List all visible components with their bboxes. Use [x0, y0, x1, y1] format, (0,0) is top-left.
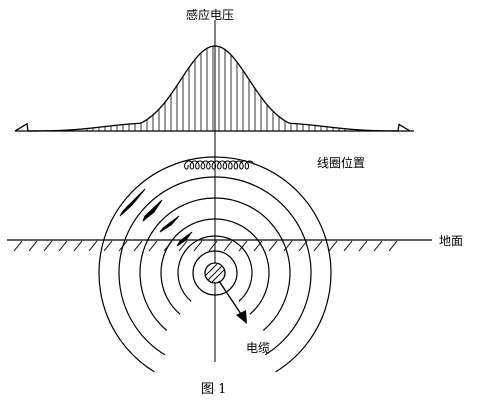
ground-hatch-line	[313, 240, 323, 252]
ground-hatch-line	[328, 240, 338, 252]
cable-label: 电缆	[246, 341, 270, 355]
cable-pointer	[218, 280, 247, 324]
ground-hatch-line	[163, 240, 173, 252]
field-arrow-3	[159, 215, 180, 233]
ground-hatch-line	[148, 240, 158, 252]
induced-voltage-plot	[14, 45, 414, 132]
ground-hatch-line	[193, 240, 203, 252]
ground-hatch-line	[103, 240, 113, 252]
ground-hatch-line	[133, 240, 143, 252]
field-arrow-4	[176, 231, 193, 247]
field-line	[177, 235, 253, 302]
field-line	[160, 218, 270, 315]
ground-surface	[7, 239, 432, 252]
cable-hatch	[205, 263, 225, 283]
field-direction-arrows	[119, 188, 193, 247]
ground-hatch-line	[43, 240, 53, 252]
ground-hatch-line	[358, 240, 368, 252]
coil-winding	[184, 160, 255, 170]
induced-voltage-label: 感应电压	[186, 7, 234, 22]
ground-label: 地面	[439, 234, 463, 248]
ground-hatch-line	[73, 240, 83, 252]
cable-pointer-line	[218, 280, 244, 318]
ground-hatch-line	[388, 240, 398, 252]
ground-hatch-line	[13, 240, 23, 252]
ground-hatch-line	[238, 240, 248, 252]
magnetic-field-lines	[98, 156, 332, 373]
ground-hatch-line	[253, 240, 263, 252]
ground-hatch-line	[283, 240, 293, 252]
field-line	[98, 156, 332, 373]
ground-hatch-line	[223, 240, 233, 252]
voltage-hatch-lines	[86, 46, 346, 131]
ground-hatch-line	[118, 240, 128, 252]
coil	[184, 160, 255, 170]
cable-cross-section	[204, 262, 226, 284]
figure-caption: 图 1	[201, 382, 226, 397]
cable-pointer-head	[236, 310, 247, 324]
ground-hatch-line	[88, 240, 98, 252]
ground-hatch-line	[58, 240, 68, 252]
induced-voltage-curve	[14, 45, 411, 132]
coil-position-label: 线圈位置	[317, 155, 365, 170]
field-line	[139, 197, 291, 331]
field-line	[118, 176, 312, 356]
field-arrow-2	[142, 199, 163, 222]
ground-hatching	[13, 240, 398, 252]
field-line	[192, 250, 238, 296]
ground-hatch-line	[28, 240, 38, 252]
ground-hatch-line	[373, 240, 383, 252]
ground-hatch-line	[343, 240, 353, 252]
ground-hatch-line	[178, 240, 188, 252]
field-arrow-1	[119, 188, 146, 217]
ground-hatch-line	[208, 240, 218, 252]
ground-hatch-line	[268, 240, 278, 252]
ground-hatch-line	[298, 240, 308, 252]
